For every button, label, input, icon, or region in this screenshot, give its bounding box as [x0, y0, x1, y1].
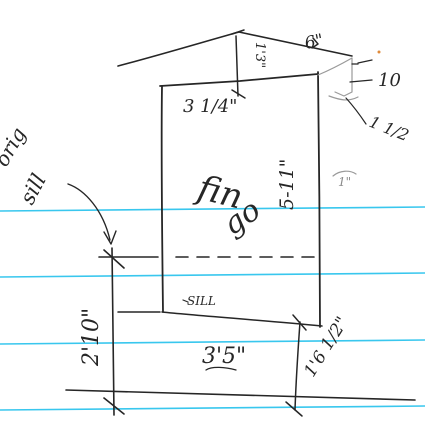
ten-arrow [357, 59, 373, 64]
left-dimension-line [111, 247, 115, 416]
left-tick-top [103, 249, 125, 269]
rule-line-1 [0, 206, 425, 212]
header-tick-bottom [231, 89, 246, 99]
label-right-one-half: 1 1/2 [367, 112, 412, 145]
sill-dot [182, 299, 189, 303]
header-dimension-line [235, 35, 239, 97]
right-tick-bottom [285, 401, 303, 417]
label-right-ten: 10 [378, 70, 401, 91]
window-right-edge [317, 71, 321, 328]
window-left-edge [160, 85, 164, 313]
right-tick-top [292, 314, 307, 331]
label-width-bottom: 3'5" [202, 344, 246, 369]
bottom-detail [65, 299, 416, 417]
left-tick-bottom [103, 397, 125, 415]
right-detail [317, 50, 381, 177]
rule-line-3 [0, 339, 425, 345]
one-half-leader [345, 97, 367, 125]
header-tick-top [231, 29, 245, 35]
trim-detail [317, 57, 353, 97]
rule-line-2 [0, 272, 425, 278]
window-top-edge [159, 73, 319, 87]
trim-curve [328, 95, 359, 101]
window-outline [159, 71, 323, 328]
label-sill: SILL [187, 294, 216, 308]
ten-lower-line [349, 79, 373, 83]
orange-dot [377, 50, 381, 54]
label-left-note-one: orig [0, 123, 31, 170]
right-dimension-line [294, 321, 301, 411]
orig-sill-arrowhead [103, 230, 117, 245]
label-depth-small: 3 1/4" [183, 96, 237, 117]
left-detail [67, 183, 159, 416]
label-header-height: 1'3" [252, 42, 267, 68]
window-sill-line [161, 311, 323, 327]
label-rise-top: 6" [303, 30, 325, 53]
base-line [65, 389, 416, 401]
label-height-left: 2'10" [79, 308, 104, 367]
slope-arrow [311, 37, 319, 49]
faint-mark [332, 170, 357, 177]
roof-line [117, 29, 353, 99]
label-height-right: 5-11" [276, 159, 298, 210]
label-right-faint: 1" [338, 175, 351, 189]
ruled-lines [0, 206, 425, 411]
label-left-note-two: sill [15, 170, 51, 209]
label-right-dimension: 1'6 1/2" [300, 313, 352, 380]
bottom-dim-underline [205, 366, 237, 371]
rule-line-4 [0, 405, 425, 411]
orig-sill-arrow [67, 183, 111, 241]
